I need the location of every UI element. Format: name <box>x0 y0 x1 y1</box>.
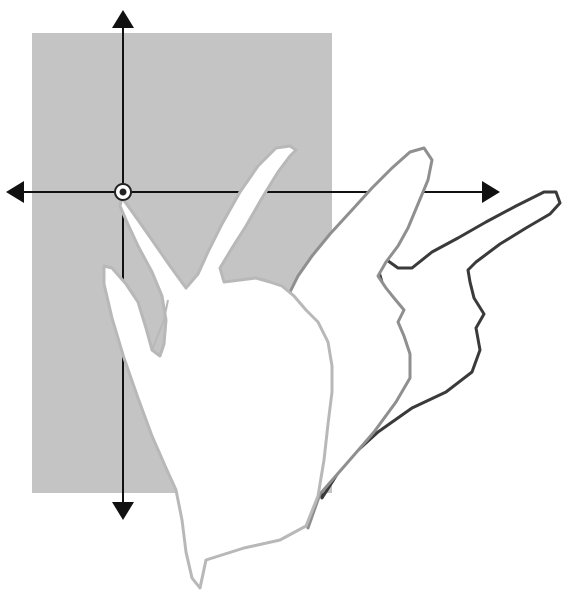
arrow-right-icon <box>482 181 500 203</box>
arrow-down-icon <box>112 502 134 520</box>
arrow-up-icon <box>112 10 134 28</box>
arrow-left-icon <box>6 181 24 203</box>
touch-point-icon <box>115 184 131 200</box>
